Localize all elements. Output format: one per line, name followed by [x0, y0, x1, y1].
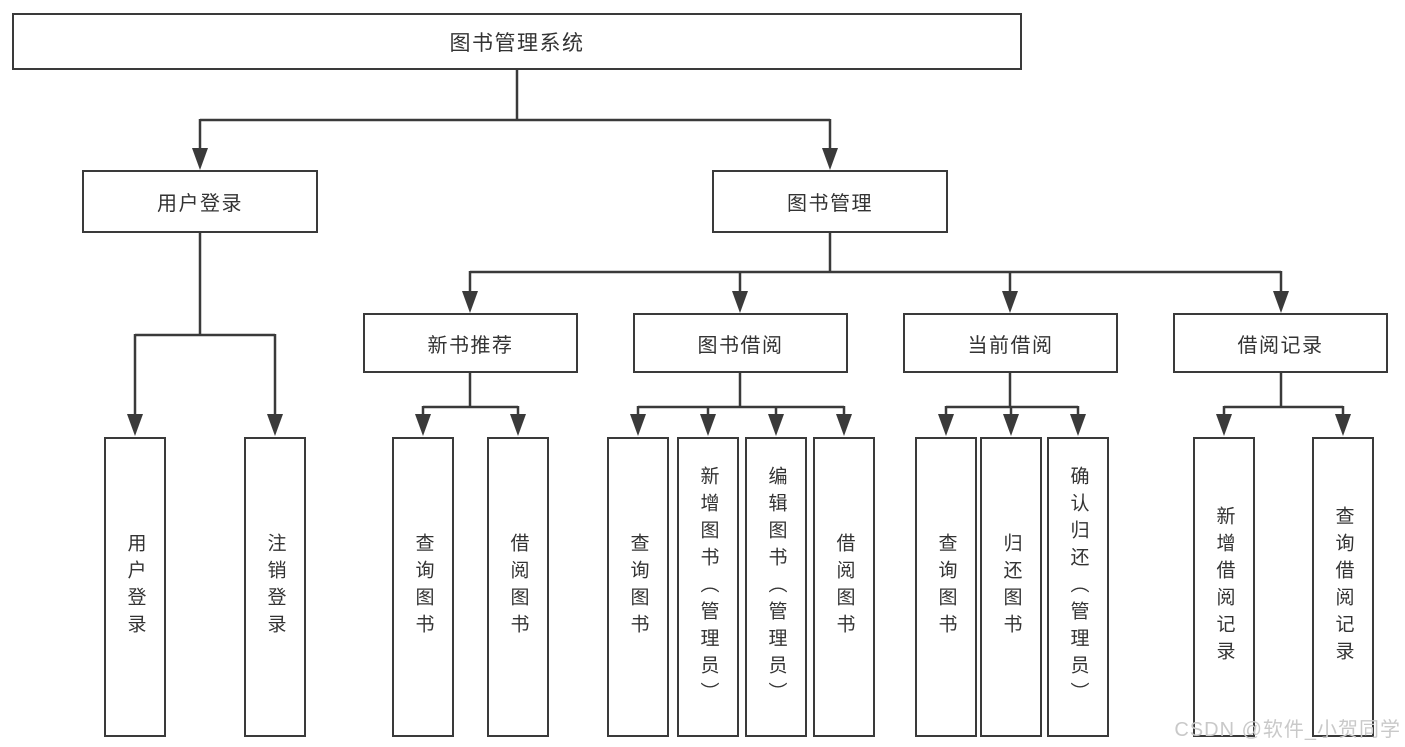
leaf-bb-edit-book-admin: 编辑图书（管理员） — [745, 437, 807, 737]
node-borrow-records: 借阅记录 — [1173, 313, 1388, 373]
leaf-cb-confirm-return-admin-label: 确认归还（管理员） — [1067, 465, 1089, 709]
leaf-bb-edit-book-admin-label: 编辑图书（管理员） — [765, 465, 787, 709]
leaf-nbr-query-book: 查询图书 — [392, 437, 454, 737]
leaf-bb-query-book-label: 查询图书 — [627, 533, 649, 641]
node-user-login: 用户登录 — [82, 170, 318, 233]
leaf-cb-query-book: 查询图书 — [915, 437, 977, 737]
leaf-logout: 注销登录 — [244, 437, 306, 737]
leaf-bb-borrow-book-label: 借阅图书 — [833, 533, 855, 641]
leaf-cb-return-book-label: 归还图书 — [1000, 533, 1022, 641]
leaf-nbr-query-book-label: 查询图书 — [412, 533, 434, 641]
node-new-book-recommend: 新书推荐 — [363, 313, 578, 373]
leaf-br-query-record-label: 查询借阅记录 — [1332, 506, 1354, 668]
leaf-logout-label: 注销登录 — [264, 533, 286, 641]
leaf-user-login: 用户登录 — [104, 437, 166, 737]
leaf-cb-query-book-label: 查询图书 — [935, 533, 957, 641]
leaf-cb-confirm-return-admin: 确认归还（管理员） — [1047, 437, 1109, 737]
leaf-br-query-record: 查询借阅记录 — [1312, 437, 1374, 737]
leaf-nbr-borrow-book: 借阅图书 — [487, 437, 549, 737]
leaf-user-login-label: 用户登录 — [124, 533, 146, 641]
node-book-borrow: 图书借阅 — [633, 313, 848, 373]
leaf-cb-return-book: 归还图书 — [980, 437, 1042, 737]
leaf-bb-add-book-admin: 新增图书（管理员） — [677, 437, 739, 737]
leaf-bb-query-book: 查询图书 — [607, 437, 669, 737]
node-root: 图书管理系统 — [12, 13, 1022, 70]
leaf-br-add-record: 新增借阅记录 — [1193, 437, 1255, 737]
leaf-nbr-borrow-book-label: 借阅图书 — [507, 533, 529, 641]
node-current-borrow: 当前借阅 — [903, 313, 1118, 373]
node-book-management: 图书管理 — [712, 170, 948, 233]
watermark-text: CSDN @软件_小贺同学 — [1174, 719, 1401, 741]
leaf-bb-add-book-admin-label: 新增图书（管理员） — [697, 465, 719, 709]
leaf-br-add-record-label: 新增借阅记录 — [1213, 506, 1235, 668]
leaf-bb-borrow-book: 借阅图书 — [813, 437, 875, 737]
